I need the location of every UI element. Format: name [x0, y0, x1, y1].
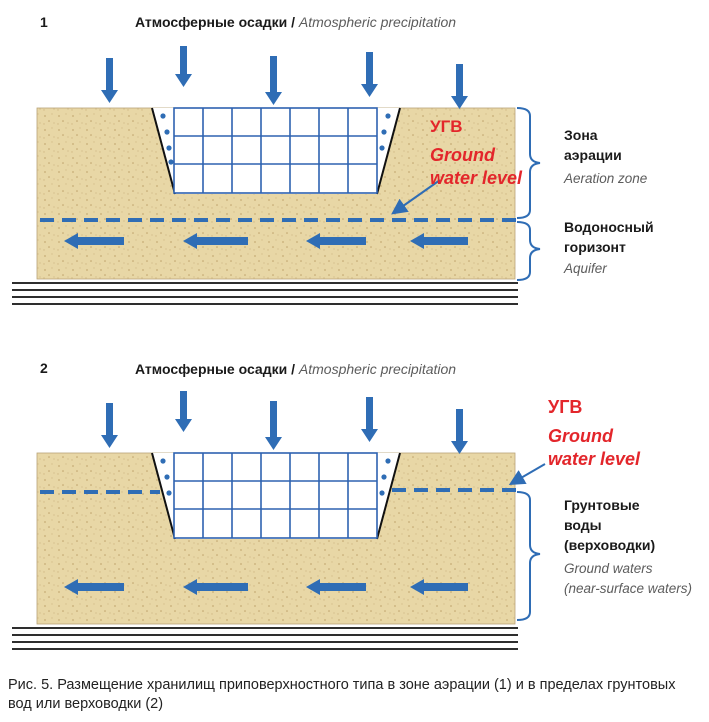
- precipitation-ru: Атмосферные осадки /: [135, 14, 299, 30]
- figure-caption: Рис. 5. Размещение хранилищ приповерхнос…: [8, 677, 676, 712]
- arrow-down-icon: [451, 409, 468, 454]
- arrow-left-icon: [183, 233, 248, 249]
- arrow-left-icon: [306, 233, 366, 249]
- arrow-left-icon: [183, 579, 248, 595]
- arrow-down-icon: [101, 58, 118, 103]
- aquifer-label-en: Aquifer: [563, 261, 607, 276]
- precipitation-arrows: [101, 391, 468, 454]
- precipitation-arrows: [101, 46, 468, 109]
- arrow-down-icon: [451, 64, 468, 109]
- ugv-label-en-1: Ground: [430, 145, 496, 165]
- precipitation-title: Атмосферные осадки / Atmospheric precipi…: [135, 361, 456, 377]
- gravel-dots: [160, 113, 391, 165]
- precipitation-title: Атмосферные осадки / Atmospheric precipi…: [135, 14, 456, 30]
- panel-1: 1 Атмосферные осадки / Atmospheric preci…: [12, 14, 654, 305]
- precipitation-en: Atmospheric precipitation: [298, 361, 456, 377]
- aquifer-label-ru-2: горизонт: [564, 239, 626, 255]
- panel-number: 1: [40, 14, 48, 30]
- trench-wall-right: [376, 452, 401, 540]
- ugv-pointer-arrow: [508, 463, 546, 486]
- arrow-down-icon: [101, 403, 118, 448]
- arrow-down-icon: [265, 401, 282, 450]
- ugv-label-en-2: water level: [548, 449, 641, 469]
- aquifer-bracket: [516, 221, 541, 281]
- gw-label-en-1: Ground waters: [564, 561, 653, 576]
- zone-label-ru-1: Зона: [564, 127, 598, 143]
- arrow-down-icon: [175, 391, 192, 432]
- arrow-down-icon: [175, 46, 192, 87]
- gravel-dots: [160, 458, 391, 496]
- bedrock-lines: [12, 282, 518, 305]
- gw-label-en-2: (near-surface waters): [564, 581, 692, 596]
- ugv-label-en-1: Ground: [548, 426, 614, 446]
- arrow-down-icon: [361, 397, 378, 442]
- ugv-label-en-2: water level: [430, 168, 523, 188]
- precipitation-ru: Атмосферные осадки /: [135, 361, 299, 377]
- panel-number: 2: [40, 360, 48, 376]
- ugv-pointer-arrow: [391, 179, 441, 215]
- zone-label-ru-2: аэрации: [564, 147, 622, 163]
- arrow-left-icon: [410, 233, 468, 249]
- arrow-left-icon: [64, 579, 124, 595]
- bedrock-lines: [12, 627, 518, 650]
- storage-modules-grid: [173, 452, 378, 539]
- storage-modules-grid: [173, 107, 378, 194]
- gw-label-ru-2: воды: [564, 517, 602, 533]
- arrow-left-icon: [64, 233, 124, 249]
- zone-label-en: Aeration zone: [563, 171, 647, 186]
- panel-2: 2 Атмосферные осадки / Atmospheric preci…: [12, 360, 692, 650]
- trench-wall-left: [151, 452, 176, 540]
- arrow-down-icon: [361, 52, 378, 97]
- groundwater-bracket: [516, 491, 541, 621]
- gw-label-ru-1: Грунтовые: [564, 497, 640, 513]
- aquifer-label-ru-1: Водоносный: [564, 219, 654, 235]
- arrow-down-icon: [265, 56, 282, 105]
- aeration-zone-bracket: [516, 107, 541, 219]
- ugv-label-ru: УГВ: [430, 117, 463, 136]
- aquifer-flow-arrows: [64, 233, 468, 249]
- groundwater-flow-arrows: [64, 579, 468, 595]
- precipitation-en: Atmospheric precipitation: [298, 14, 456, 30]
- arrow-left-icon: [306, 579, 366, 595]
- arrow-left-icon: [410, 579, 468, 595]
- trench-wall-left: [151, 107, 176, 195]
- ugv-label-ru: УГВ: [548, 397, 582, 417]
- gw-label-ru-3: (верховодки): [564, 537, 655, 553]
- trench-wall-right: [376, 107, 401, 195]
